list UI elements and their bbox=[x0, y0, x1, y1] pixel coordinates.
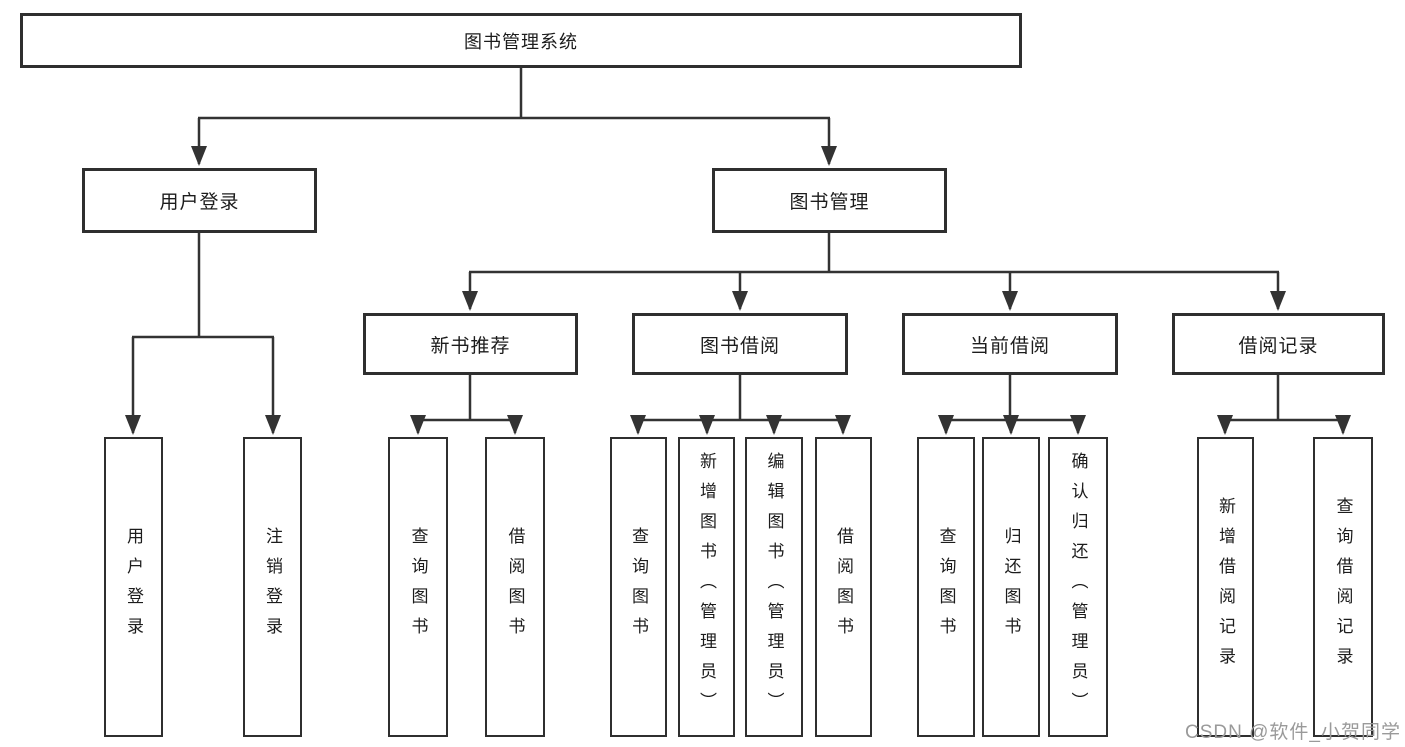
node-label: 图书借阅 bbox=[699, 335, 780, 357]
node-new-book-recommend: 新书推荐 bbox=[363, 313, 578, 375]
leaf-label: 新增借阅记录 bbox=[1216, 497, 1235, 677]
leaf-label: 查询图书 bbox=[629, 527, 648, 647]
node-current-borrow: 当前借阅 bbox=[902, 313, 1118, 375]
leaf-confirm-return-admin: 确认归还（管理员） bbox=[1048, 437, 1108, 737]
leaf-query-books-borrow: 查询图书 bbox=[610, 437, 667, 737]
leaf-add-borrow-record: 新增借阅记录 bbox=[1197, 437, 1254, 737]
leaf-return-books: 归还图书 bbox=[982, 437, 1040, 737]
node-label: 借阅记录 bbox=[1238, 335, 1319, 357]
leaf-label: 查询图书 bbox=[936, 527, 956, 647]
leaf-add-books-admin: 新增图书（管理员） bbox=[678, 437, 735, 737]
leaf-label: 归还图书 bbox=[1001, 527, 1021, 647]
node-user-login: 用户登录 bbox=[82, 168, 317, 233]
leaf-label: 新增图书（管理员） bbox=[697, 452, 716, 722]
leaf-label: 借阅图书 bbox=[834, 527, 853, 647]
leaf-label: 注销登录 bbox=[263, 527, 282, 647]
leaf-label: 借阅图书 bbox=[505, 527, 525, 647]
leaf-label: 确认归还（管理员） bbox=[1068, 452, 1088, 722]
node-label: 图书管理系统 bbox=[464, 31, 578, 52]
leaf-query-borrow-record: 查询借阅记录 bbox=[1313, 437, 1373, 737]
node-label: 用户登录 bbox=[159, 192, 240, 213]
leaf-label: 用户登录 bbox=[124, 527, 143, 647]
leaf-edit-books-admin: 编辑图书（管理员） bbox=[745, 437, 803, 737]
leaf-label: 查询借阅记录 bbox=[1333, 497, 1353, 677]
leaf-query-books-recommend: 查询图书 bbox=[388, 437, 448, 737]
csdn-watermark: CSDN @软件_小贺同学 bbox=[1185, 722, 1401, 743]
leaf-logout: 注销登录 bbox=[243, 437, 302, 737]
node-label: 新书推荐 bbox=[430, 335, 511, 357]
node-label: 图书管理 bbox=[789, 192, 870, 213]
node-book-management: 图书管理 bbox=[712, 168, 947, 233]
leaf-label: 查询图书 bbox=[408, 527, 428, 647]
leaf-borrow-books-recommend: 借阅图书 bbox=[485, 437, 545, 737]
node-label: 当前借阅 bbox=[969, 335, 1050, 357]
leaf-label: 编辑图书（管理员） bbox=[764, 452, 784, 722]
leaf-query-books-current: 查询图书 bbox=[917, 437, 975, 737]
leaf-user-login: 用户登录 bbox=[104, 437, 163, 737]
leaf-borrow-books: 借阅图书 bbox=[815, 437, 872, 737]
node-book-borrow: 图书借阅 bbox=[632, 313, 848, 375]
node-borrow-record: 借阅记录 bbox=[1172, 313, 1385, 375]
node-library-management-system: 图书管理系统 bbox=[20, 13, 1022, 68]
